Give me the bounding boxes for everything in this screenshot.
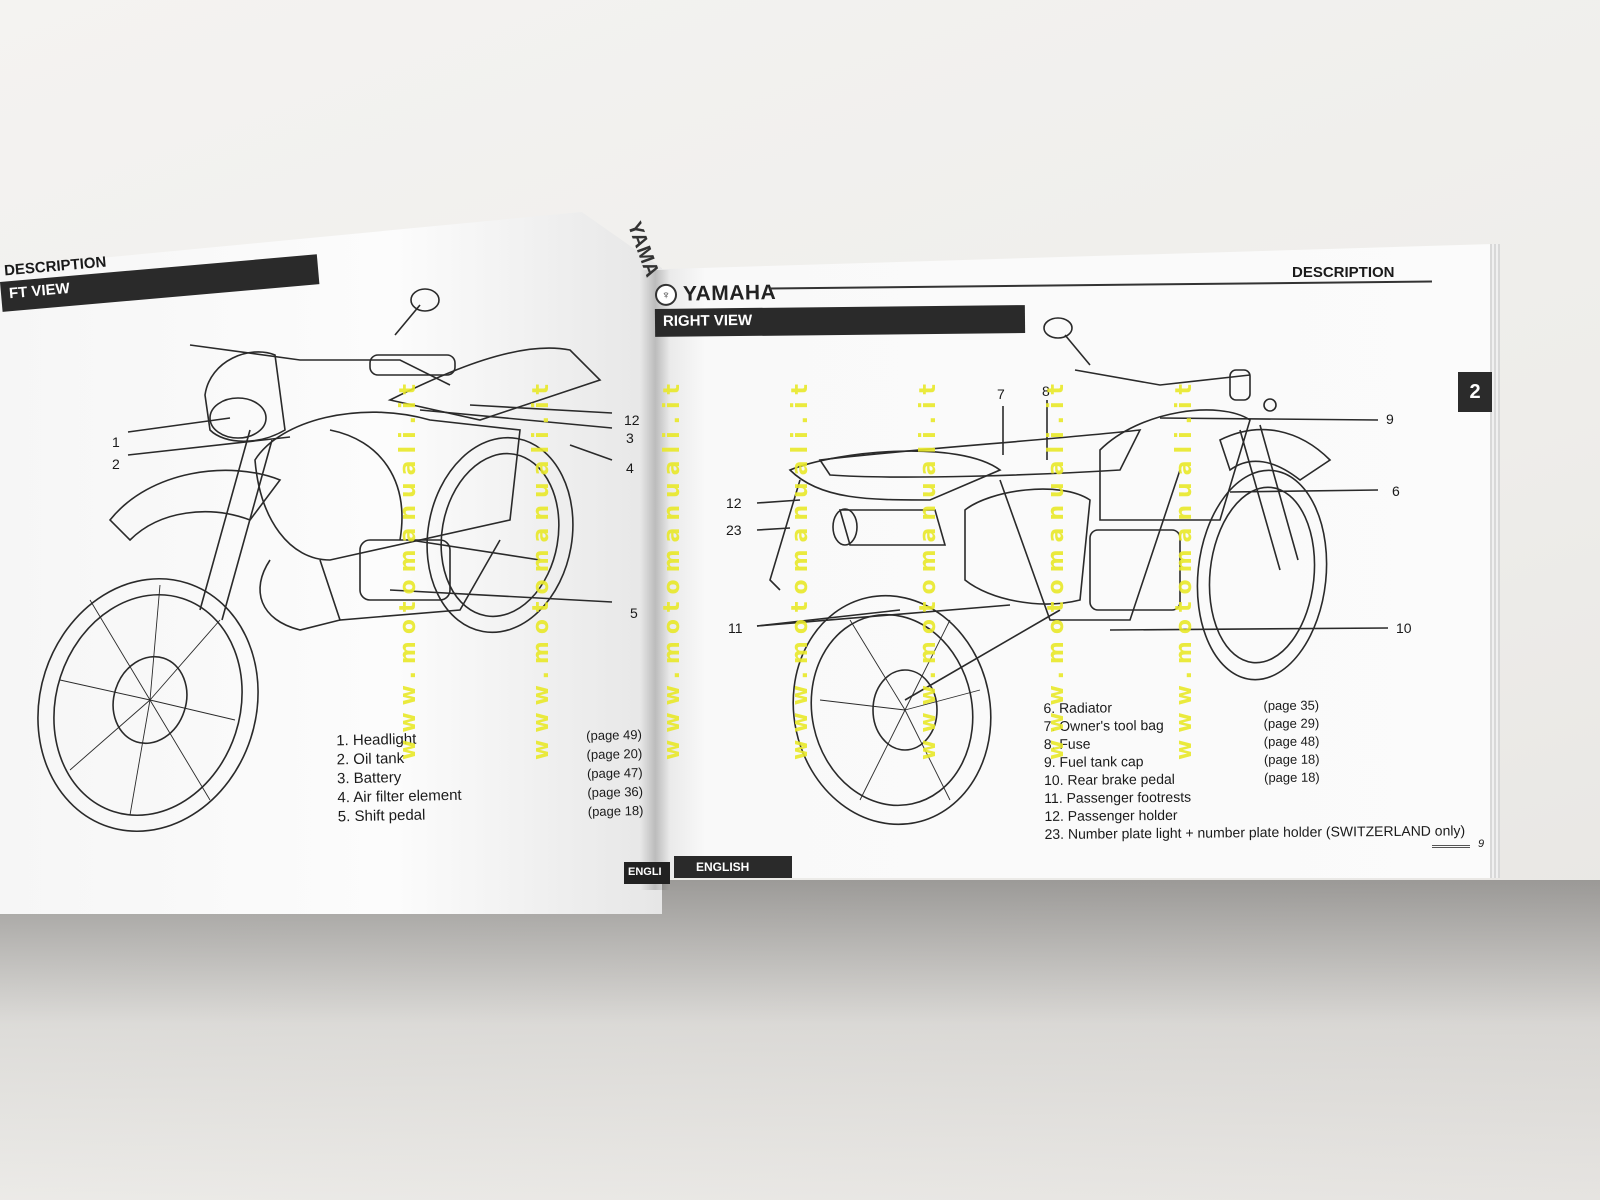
yamaha-logo: ♆ YAMAHA [654, 280, 777, 307]
table-shadow [0, 880, 1600, 1200]
part-page: (page 20) [586, 745, 643, 763]
part-page: (page 18) [1264, 769, 1320, 786]
watermark: www.motomanuali.it [529, 376, 554, 760]
right-view-title: RIGHT VIEW [662, 311, 753, 330]
callout-12-right: 12 [726, 495, 742, 511]
page-number-rule [1432, 845, 1470, 848]
watermark: www.motomanuali.it [660, 376, 685, 760]
left-parts-list: 1. Headlight (page 49) 2. Oil tank (page… [336, 725, 658, 827]
part-page: (page 29) [1263, 715, 1320, 732]
page-number: 9 [1478, 838, 1485, 850]
part-page: (page 49) [586, 726, 642, 744]
part-label: 10. Rear brake pedal [1044, 770, 1175, 789]
right-section-header: DESCRIPTION [1292, 264, 1395, 281]
part-page: (page 36) [587, 783, 644, 801]
part-page: (page 18) [1263, 751, 1320, 768]
callout-9-right: 9 [1386, 411, 1394, 427]
callout-2-left: 2 [112, 456, 120, 472]
part-label: 9. Fuel tank cap [1043, 753, 1144, 771]
callout-7-right: 7 [997, 386, 1005, 402]
part-page: (page 48) [1263, 733, 1320, 750]
watermark: www.motomanuali.it [396, 376, 421, 760]
brand-wordmark: YAMAHA [682, 280, 777, 306]
callout-3-left: 3 [626, 430, 634, 446]
right-view-title-bar: RIGHT VIEW [654, 305, 1026, 337]
part-label: 6. Radiator [1043, 699, 1113, 717]
part-page: (page 35) [1263, 697, 1320, 714]
right-footer-language: ENGLISH [674, 856, 792, 878]
callout-6-right: 6 [1392, 483, 1400, 499]
callout-8-right: 8 [1042, 383, 1050, 399]
callout-23-right: 23 [726, 522, 742, 538]
left-view-title: FT VIEW [8, 279, 71, 303]
right-parts-list: 6. Radiator (page 35) 7. Owner's tool ba… [1043, 695, 1504, 843]
part-page: (page 47) [586, 764, 643, 782]
left-footer-language: ENGLI [624, 862, 670, 884]
part-label: 11. Passenger footrests [1044, 788, 1192, 807]
callout-10-right: 10 [1396, 620, 1412, 636]
part-label: 12. Passenger holder [1044, 806, 1178, 825]
watermark: www.motomanuali.it [916, 376, 941, 760]
watermark: www.motomanuali.it [1172, 376, 1197, 760]
watermark: www.motomanuali.it [788, 376, 813, 760]
callout-4-left: 4 [626, 460, 634, 476]
page-stack-edge [1490, 244, 1500, 878]
book-gutter [640, 270, 670, 890]
part-page: (page 18) [587, 802, 644, 820]
chapter-tab: 2 [1458, 372, 1492, 412]
callout-11-right: 11 [728, 620, 743, 636]
callout-5-left: 5 [630, 605, 638, 621]
tuning-fork-emblem-icon: ♆ [654, 283, 678, 307]
part-label: 7. Owner's tool bag [1043, 716, 1164, 735]
part-label: 8. Fuse [1043, 735, 1091, 753]
callout-12-left: 12 [624, 412, 640, 428]
watermark: www.motomanuali.it [1044, 376, 1069, 760]
callout-1-left: 1 [112, 434, 120, 450]
